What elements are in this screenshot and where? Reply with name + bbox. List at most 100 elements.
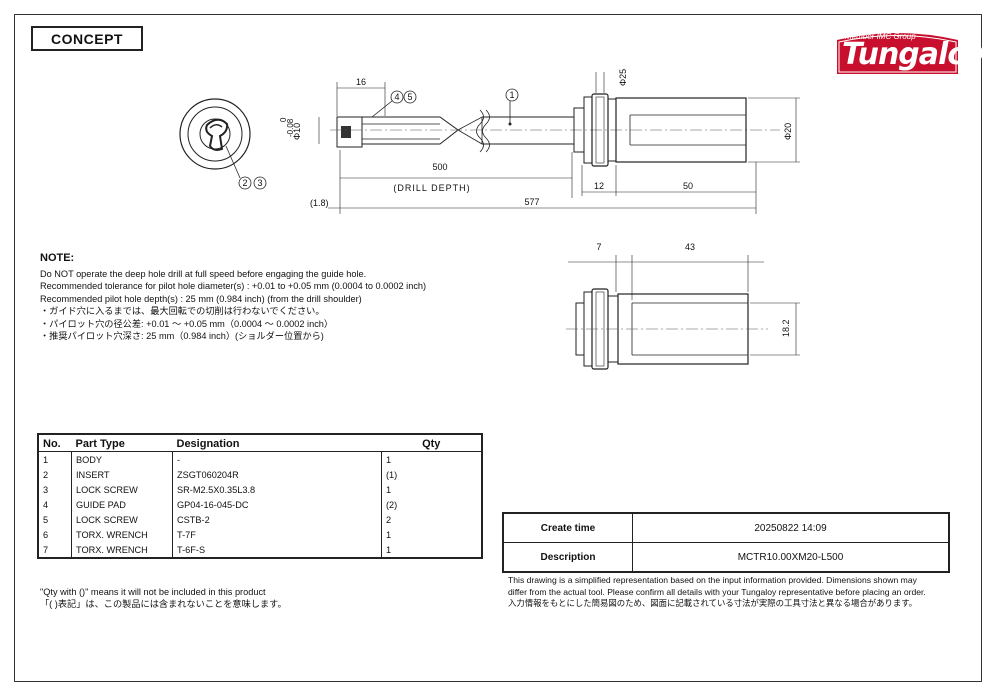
parts-table: No. Part Type Designation Qty 1 BODY - 1… [37,433,483,559]
dim-16: 16 [336,77,386,116]
shank-detail-view [566,288,768,370]
table-row: 1 BODY - 1 [38,451,482,467]
callout-2-3: 2 3 [225,145,267,190]
cell-designation: ZSGT060204R [172,467,382,482]
info-table: Create time 20250822 14:09 Description M… [502,512,950,573]
shank-dim-18-2-label: 18.2 [781,319,791,337]
callout-1-label: 1 [509,90,514,100]
cell-part-type: LOCK SCREW [71,512,173,527]
col-header-no: No. [38,434,72,452]
callout-5-label: 5 [407,92,412,102]
parts-table-header: No. Part Type Designation Qty [38,434,482,452]
drawing-sheet-border [14,14,982,682]
note-line: ・パイロット穴の径公差: +0.01 ～ +0.05 mm（0.0004 ～ 0… [40,318,334,329]
table-row: 2 INSERT ZSGT060204R (1) [38,467,482,482]
cell-no: 3 [38,482,72,497]
cell-no: 6 [38,527,72,542]
dim-dia-25-label: Φ25 [618,69,628,86]
drill-side-view [330,93,780,167]
shank-dim-7-label: 7 [596,242,601,252]
disclaimer-en: This drawing is a simplified representat… [508,575,926,597]
cell-no: 2 [38,467,72,482]
cell-qty: 1 [386,454,392,465]
dim-12-50: 12 50 [581,165,756,196]
dim-577: (1.8) 577 [310,150,757,214]
dim-tol-upper: 0 [279,117,288,122]
description-label: Description [502,542,633,573]
callout-4-5: 4 5 [371,90,417,118]
col-header-part-type: Part Type [71,434,173,452]
note-section: NOTE: Do NOT operate the deep hole drill… [40,252,480,343]
cell-designation: GP04-16-045-DC [172,497,382,512]
note-line: Recommended pilot hole depth(s) : 25 mm … [40,293,362,304]
dim-dia-10: Φ10 0 -0.08 [279,117,320,144]
create-time-value: 20250822 14:09 [632,512,950,543]
table-row: 5 LOCK SCREW CSTB-2 2 [38,512,482,527]
dim-dia-10-label: Φ10 [292,123,302,140]
cell-part-type: BODY [71,451,173,467]
cell-designation: T-6F-S [172,542,382,558]
dim-16-label: 16 [356,77,366,87]
table-row: 7 TORX. WRENCH T-6F-S 1 [38,542,482,558]
note-line: ・推奨パイロット穴深さ: 25 mm（0.984 inch）(ショルダー位置から… [40,331,324,341]
note-title: NOTE: [40,252,75,264]
dim-1-8-label: (1.8) [310,198,329,208]
table-row: 4 GUIDE PAD GP04-16-045-DC (2) [38,497,482,512]
description-value: MCTR10.00XM20-L500 [632,542,950,573]
dim-dia-20: Φ20 [748,97,800,163]
cell-qty: (1) [386,469,398,480]
note-line: Do NOT operate the deep hole drill at fu… [40,268,367,279]
cell-designation: SR-M2.5X0.35L3.8 [172,482,382,497]
dim-tol-lower: -0.08 [286,118,295,137]
dim-577-label: 577 [524,197,539,207]
qty-note-en: "Qty with ()" means it will not be inclu… [40,587,266,597]
end-view [179,98,251,170]
logo-banner-shape [837,33,958,74]
cell-part-type: TORX. WRENCH [71,527,173,542]
cell-qty: 1 [386,544,392,555]
cell-designation: - [172,451,382,467]
col-header-designation: Designation [172,434,382,452]
cell-no: 5 [38,512,72,527]
dim-12-label: 12 [594,181,604,191]
cell-part-type: GUIDE PAD [71,497,173,512]
qty-note-jp: 「( )表記」は、この製品には含まれないことを意味します。 [40,599,287,609]
table-row: 6 TORX. WRENCH T-7F 1 [38,527,482,542]
cell-qty: 1 [386,529,392,540]
disclaimer: This drawing is a simplified representat… [508,575,978,610]
concept-label: CONCEPT [31,26,143,51]
callout-2-label: 2 [242,178,247,188]
note-line: Recommended tolerance for pilot hole dia… [40,281,427,291]
note-line: ・ガイド穴に入るまでは、最大回転での切削は行わないでください。 [40,306,325,316]
cell-part-type: TORX. WRENCH [71,542,173,558]
info-row-description: Description MCTR10.00XM20-L500 [502,542,950,573]
cell-qty: (2) [386,499,398,510]
cell-part-type: INSERT [71,467,173,482]
create-time-label: Create time [502,512,633,543]
dim-500: 500 (DRILL DEPTH) [340,152,573,198]
cell-no: 7 [38,542,72,558]
drill-depth-label: (DRILL DEPTH) [393,183,470,193]
callout-1: 1 [505,88,519,123]
shank-dim-43-label: 43 [685,242,695,252]
dim-dia-25: Φ25 [595,69,628,93]
shank-dims: 7 43 18.2 [568,242,800,356]
qty-note: "Qty with ()" means it will not be inclu… [40,586,287,610]
col-header-qty: Qty [381,434,482,452]
disclaimer-jp: 入力情報をもとにした簡易図のため、図面に記載されている寸法が実際の工具寸法と異な… [508,598,918,608]
cell-designation: T-7F [172,527,382,542]
cell-qty: 2 [386,514,392,525]
table-row: 3 LOCK SCREW SR-M2.5X0.35L3.8 1 [38,482,482,497]
dim-50-label: 50 [683,181,693,191]
callout-4-label: 4 [394,92,399,102]
logo-brand: Tungaloy [842,37,986,72]
logo-subtitle: Member IMC Group [845,32,916,41]
dim-dia-20-label: Φ20 [783,123,793,140]
cell-no: 4 [38,497,72,512]
cell-part-type: LOCK SCREW [71,482,173,497]
dim-500-label: 500 [432,162,447,172]
cell-qty: 1 [386,484,392,495]
cell-no: 1 [38,451,72,467]
cell-designation: CSTB-2 [172,512,382,527]
